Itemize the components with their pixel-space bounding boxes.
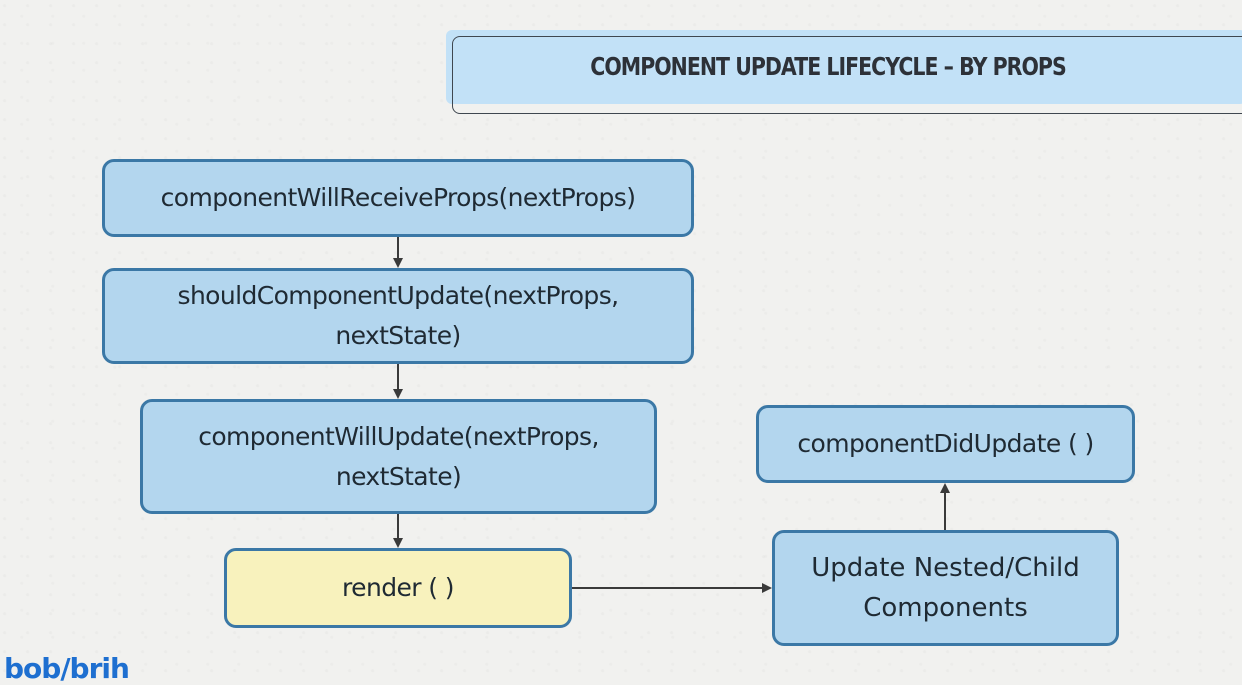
slide-title: COMPONENT UPDATE LIFECYCLE – BY PROPS <box>590 52 1066 81</box>
node-render: render ( ) <box>224 548 572 628</box>
brand-logo: bob/brih <box>4 652 130 685</box>
node-label: componentDidUpdate ( ) <box>797 429 1094 458</box>
node-label-line1: componentWillUpdate(nextProps, <box>198 421 599 451</box>
node-label-line1: shouldComponentUpdate(nextProps, <box>177 281 620 310</box>
node-label-line2: Components <box>863 593 1028 623</box>
node-component-did-update: componentDidUpdate ( ) <box>756 405 1135 483</box>
node-label: render ( ) <box>342 573 454 602</box>
title-banner <box>446 30 1242 104</box>
node-label: componentWillReceiveProps(nextProps) <box>160 183 636 212</box>
node-component-will-receive-props: componentWillReceiveProps(nextProps) <box>102 159 694 237</box>
node-update-nested-child-components: Update Nested/Child Components <box>772 530 1119 646</box>
node-label-line1: Update Nested/Child <box>811 553 1080 583</box>
node-label-line2: nextState) <box>335 461 462 491</box>
title-banner-outline <box>452 36 1242 114</box>
node-label-line2: nextState) <box>335 321 461 350</box>
node-component-will-update: componentWillUpdate(nextProps, nextState… <box>140 399 657 514</box>
node-should-component-update: shouldComponentUpdate(nextProps, nextSta… <box>102 268 694 364</box>
